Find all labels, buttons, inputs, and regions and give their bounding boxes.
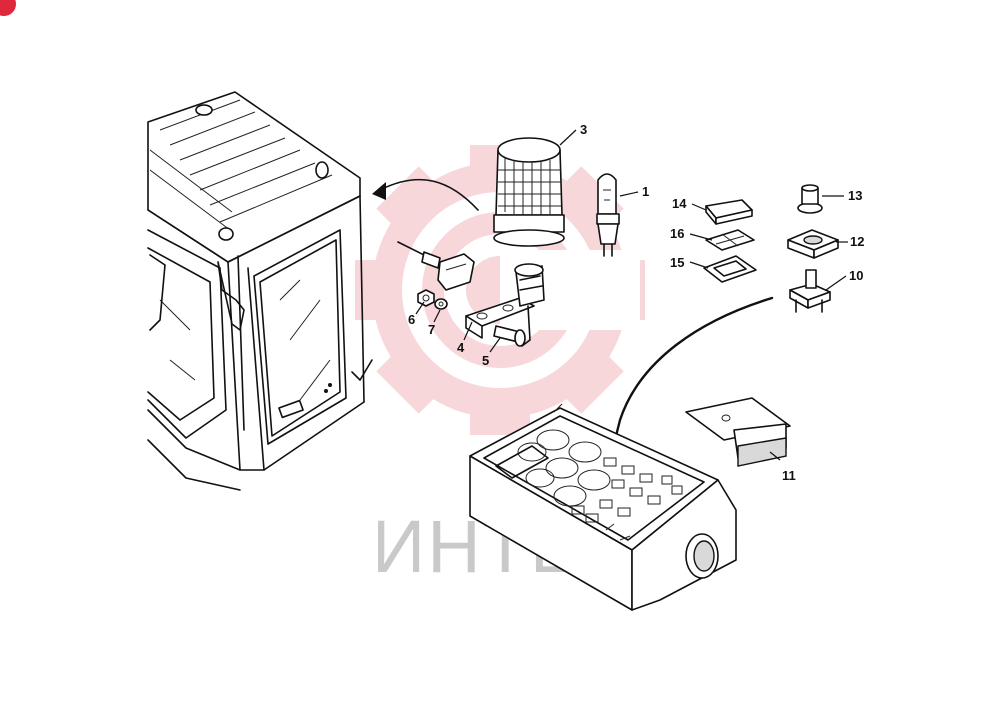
rotary-switch [789,269,831,313]
bolt [493,325,526,347]
callout-4: 4 [457,340,465,355]
cab-drawing [147,91,479,491]
callout-12: 12 [850,234,864,249]
callout-14: 14 [672,196,687,211]
corner-badge [0,0,16,16]
mounting-bracket [465,263,545,347]
beacon-lamp [493,137,565,247]
callout-6: 6 [408,312,415,327]
callout-7: 7 [428,322,435,337]
watermark-logo [355,145,645,435]
switch-cap [705,199,753,225]
callout-13: 13 [848,188,862,203]
callout-11: 11 [782,468,796,483]
washer [434,298,448,310]
callout-16: 16 [670,226,684,241]
switch-label [705,229,755,251]
callout-5: 5 [482,353,489,368]
knob [797,184,823,214]
callout-10: 10 [849,268,863,283]
callout-leaders [415,129,848,461]
nut [417,289,435,307]
switch-module [685,397,791,467]
bulb [596,173,620,257]
callout-3: 3 [580,122,587,137]
switch-frame [703,255,757,283]
plug-connector [397,241,475,291]
knob-seat [787,229,839,259]
callout-15: 15 [670,255,684,270]
control-console [469,403,737,611]
callout-1: 1 [642,184,649,199]
